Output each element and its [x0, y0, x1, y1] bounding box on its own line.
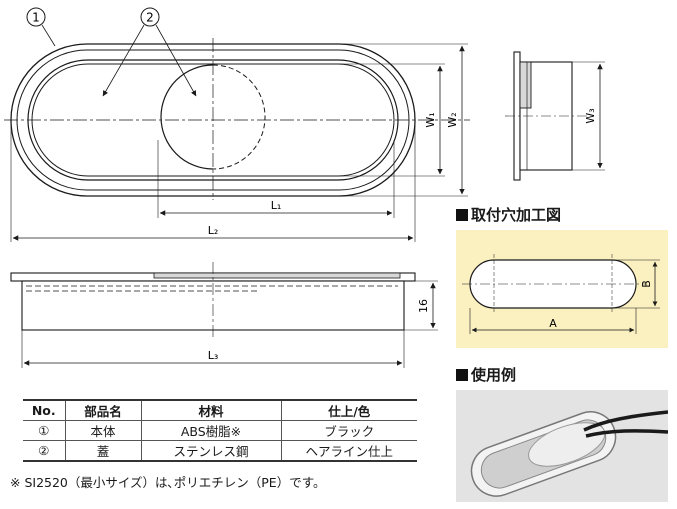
- cell-part-name: 蓋: [64, 440, 142, 462]
- black-square-icon: [456, 209, 468, 221]
- cell-no: ①: [23, 420, 66, 441]
- table-note: ※ SI2520（最小サイズ）は､ポリエチレン（PE）です。: [10, 475, 326, 490]
- cutout-title-text: 取付穴加工図: [471, 206, 562, 224]
- header-material: 材料: [140, 399, 282, 421]
- callout-1: 1: [26, 7, 56, 47]
- cable-2: [585, 429, 669, 438]
- callout-2-circle: [140, 7, 160, 27]
- cell-no: ②: [23, 440, 66, 462]
- example-title-text: 使用例: [471, 366, 517, 384]
- callout-1-circle: [26, 7, 46, 27]
- table-header-row: No. 部品名 材料 仕上/色: [23, 399, 417, 421]
- callout-2: 2: [102, 7, 197, 97]
- example-section-title: 使用例: [456, 364, 516, 385]
- callout-1-label: 1: [32, 11, 40, 25]
- spec-table: No. 部品名 材料 仕上/色 ① 本体 ABS樹脂※ ブラック ② 蓋 ステン…: [23, 399, 417, 462]
- cell-material: ステンレス鋼: [140, 440, 282, 462]
- w3-label: W₃: [584, 108, 597, 123]
- side-lid: [519, 61, 532, 109]
- usage-example-photo: [456, 390, 669, 502]
- w1-label: W₁: [424, 112, 437, 127]
- b-label: B: [640, 280, 653, 288]
- cell-part-name: 本体: [64, 420, 142, 441]
- usage-illustration: [470, 410, 669, 497]
- header-finish: 仕上/色: [280, 399, 417, 421]
- cutout-section-title: 取付穴加工図: [456, 204, 561, 225]
- cable-1: [583, 410, 669, 432]
- l2-label: L₂: [208, 224, 219, 237]
- lid-solid-arc: [160, 64, 214, 170]
- l1-label: L₁: [271, 199, 282, 212]
- callout-1-leader: [41, 24, 56, 47]
- a-label: A: [549, 317, 557, 330]
- table-row: ① 本体 ABS樹脂※ ブラック: [23, 420, 417, 441]
- header-no: No.: [23, 399, 66, 421]
- front-view: [10, 262, 438, 368]
- cutout-drawing: A B: [462, 254, 660, 334]
- header-part-name: 部品名: [64, 399, 142, 421]
- callout-2-leader-left: [102, 24, 145, 97]
- front-lid-slot: [153, 272, 401, 279]
- l3-label: L₃: [208, 349, 219, 362]
- table-row: ② 蓋 ステンレス鋼 ヘアライン仕上: [23, 440, 417, 462]
- callout-2-label: 2: [146, 11, 154, 25]
- cell-material: ABS樹脂※: [140, 420, 282, 441]
- height-label: 16: [417, 299, 430, 313]
- grommet-lid: [528, 422, 606, 467]
- cutout-panel: A B: [456, 230, 668, 348]
- dim-l1-l2: [10, 125, 416, 242]
- cell-finish: ヘアライン仕上: [280, 440, 417, 462]
- cell-finish: ブラック: [280, 420, 417, 441]
- top-view: [4, 38, 470, 200]
- lid-hidden-arc: [212, 64, 266, 170]
- side-view: [505, 51, 605, 181]
- black-square-icon: [456, 369, 468, 381]
- dim-w1-w2: [300, 43, 468, 197]
- w2-label: W₂: [446, 112, 459, 127]
- callout-2-leader-right: [155, 24, 197, 97]
